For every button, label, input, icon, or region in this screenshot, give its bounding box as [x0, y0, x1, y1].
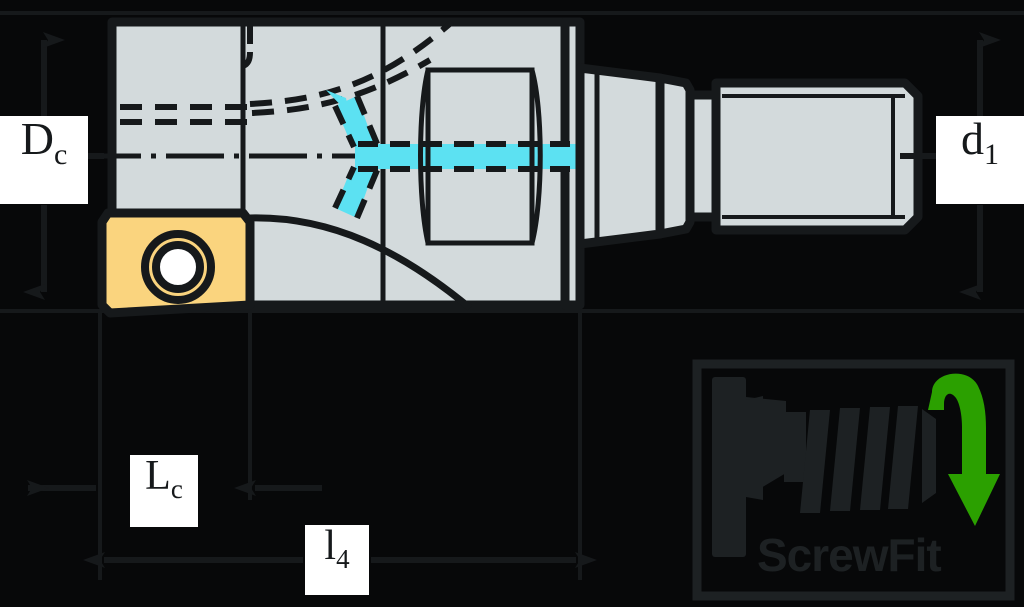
insert-pocket-curve	[249, 214, 473, 311]
dimension-label-d1-base: d	[961, 113, 984, 164]
dimension-label-d1-sub: 1	[984, 138, 999, 171]
screwfit-wordmark: ScrewFit	[757, 529, 942, 581]
dimension-label-lc-base: L	[145, 453, 171, 499]
threaded-shank	[711, 78, 923, 235]
dimension-label-l4-base: l	[324, 523, 337, 569]
screwfit-logo	[692, 359, 1015, 601]
rotation-arrow-icon	[928, 373, 1000, 526]
taper-cone	[575, 63, 695, 249]
internal-clamp-barrel	[418, 67, 543, 246]
dimension-label-lc-sub: c	[170, 474, 183, 504]
cutting-insert	[97, 208, 255, 318]
dimension-label-l4-sub: 4	[336, 544, 350, 574]
dimension-label-dc-base: D	[20, 113, 54, 164]
dimension-label-dc-sub: c	[53, 138, 68, 171]
hidden-lines-head	[120, 19, 454, 125]
